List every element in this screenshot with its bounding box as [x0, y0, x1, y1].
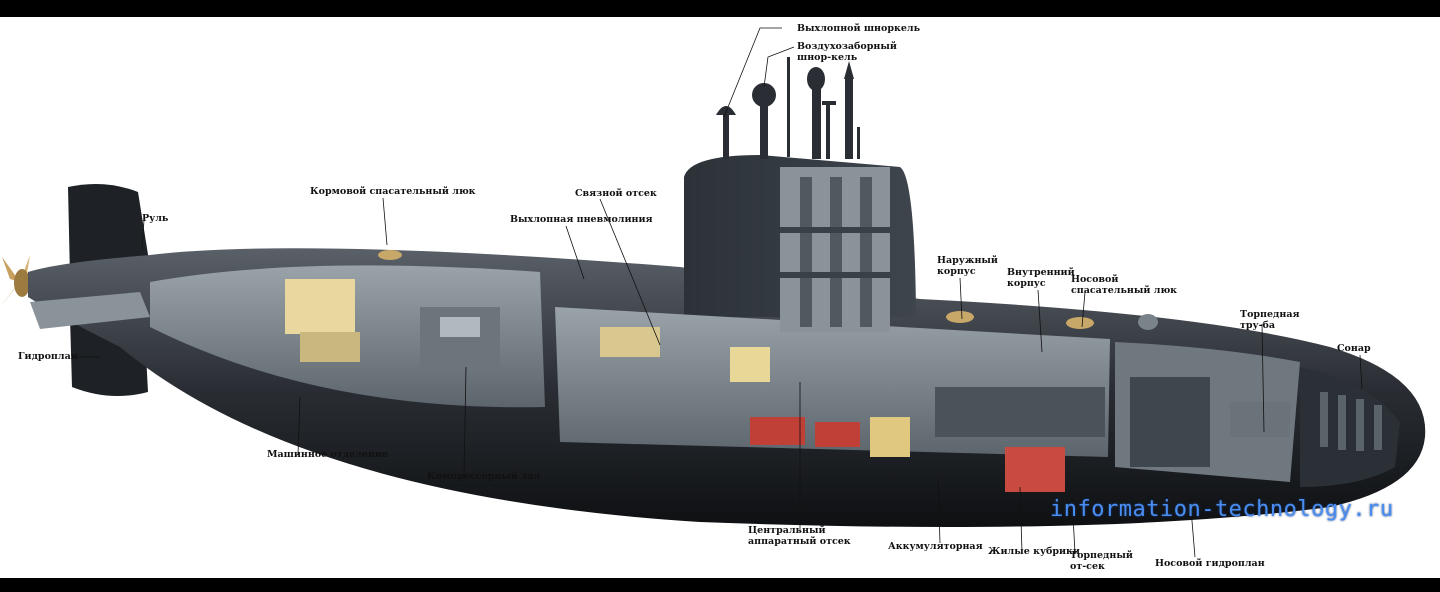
label-aft-escape-hatch: Кормовой спасательный люк — [310, 186, 476, 197]
label-compressor-hall: Компрессорный зал — [427, 471, 541, 482]
label-air-intake-snorkel: Воздухозаборный шнор-кель — [797, 41, 897, 63]
label-bow-hydroplane: Носовой гидроплан — [1155, 558, 1265, 569]
bottom-letterbox-bar — [0, 578, 1440, 592]
submarine-illustration — [0, 27, 1426, 558]
label-torpedo-compartment: Торпедный от-сек — [1070, 550, 1133, 572]
equipment — [285, 250, 1290, 492]
label-bow-escape-hatch: Носовой спасательный люк — [1071, 274, 1178, 296]
label-outer-hull: Наружный корпус — [937, 255, 998, 277]
label-exhaust-snorkel: Выхлопной шноркель — [797, 23, 921, 34]
label-exhaust-pneumoline: Выхлопная пневмолиния — [510, 214, 653, 225]
watermark: information-technology.ru — [1050, 497, 1394, 522]
label-sonar: Сонар — [1337, 343, 1371, 354]
label-crew-quarters: Жилые кубрики — [988, 546, 1080, 557]
label-comm-compartment: Связной отсек — [575, 188, 657, 199]
propeller — [0, 255, 30, 307]
label-rudder: Руль — [142, 213, 169, 224]
stern-hydroplane — [30, 292, 150, 329]
masts — [716, 57, 860, 159]
label-engine-room: Машинное отделение — [267, 449, 388, 460]
label-central-control: Центральный аппаратный отсек — [748, 525, 851, 547]
label-torpedo-tube: Торпедная тру-ба — [1240, 309, 1300, 331]
submarine-cutaway-diagram: Выхлопной шноркель Воздухозаборный шнор-… — [0, 17, 1440, 578]
rudder-upper — [68, 183, 150, 277]
label-battery-room: Аккумуляторная — [888, 541, 983, 552]
label-hydroplane: Гидроплан — [18, 351, 78, 362]
leader-lines — [72, 27, 1363, 558]
label-inner-hull: Внутренний корпус — [1007, 267, 1075, 289]
top-letterbox-bar — [0, 0, 1440, 17]
bow-sonar — [1300, 367, 1400, 487]
